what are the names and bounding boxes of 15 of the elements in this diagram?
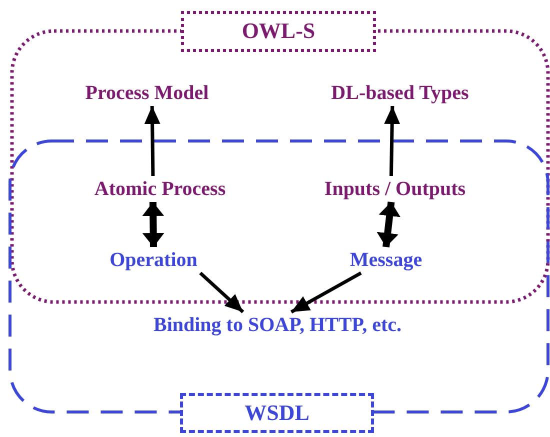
region-title: WSDL xyxy=(180,393,374,433)
label-text: Binding to SOAP, HTTP, etc. xyxy=(152,313,403,338)
arrow xyxy=(199,272,244,314)
label-text: Message xyxy=(348,248,424,273)
arrow xyxy=(142,202,164,248)
label-text: Atomic Process xyxy=(93,177,227,202)
arrow xyxy=(384,106,400,176)
label-text: Operation xyxy=(108,248,198,273)
arrow xyxy=(290,271,362,314)
arrow xyxy=(376,202,401,248)
label-text: Process Model xyxy=(84,81,210,106)
label-text: DL-based Types xyxy=(330,81,470,106)
region-title: OWL-S xyxy=(181,11,376,52)
arrow xyxy=(144,106,160,176)
label-text: Inputs / Outputs xyxy=(323,177,467,202)
